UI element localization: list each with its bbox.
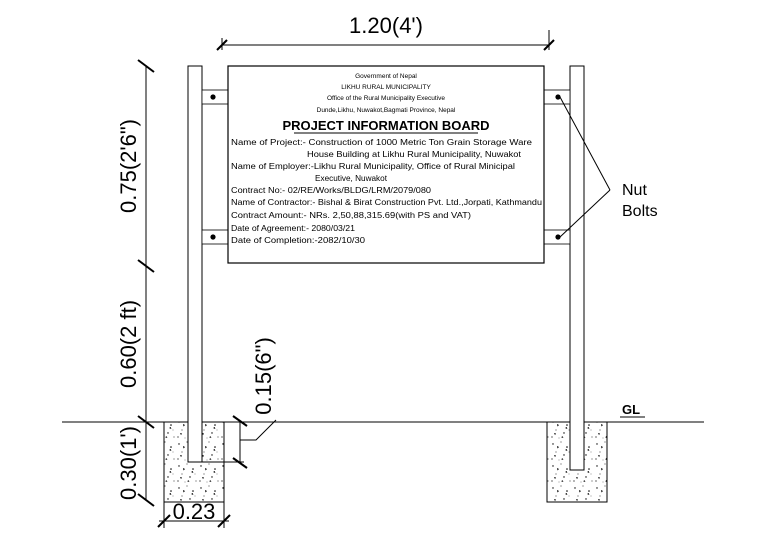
dim-tick-266 [137,259,155,273]
nut-label: Nut [622,182,647,199]
board-width-dimension: 1.20(4') [349,13,423,38]
post-embed-dimension: 0.15(6") [251,337,276,415]
project-line-2: House Building at Likhu Rural Municipali… [307,149,522,159]
bolt-top-right [555,94,561,100]
board-title: PROJECT INFORMATION BOARD [282,118,489,133]
embed-depth-dimension: 0.30(1') [116,426,141,500]
completion-date: Date of Completion:-2082/10/30 [231,235,365,245]
header-line-3: Office of the Rural Municipality Executi… [327,95,445,102]
right-post [569,65,585,471]
embed-dim-tick-top [232,415,248,427]
bolt-top-left [210,94,216,100]
clear-height-dimension: 0.60(2 ft) [116,300,141,388]
project-line-1: Name of Project:- Construction of 1000 M… [231,137,532,147]
header-line-2: LIKHU RURAL MUNICIPALITY [341,84,431,91]
header-line-1: Government of Nepal [355,73,417,80]
bolts-label: Bolts [622,203,658,220]
dim-tick-500 [137,493,155,507]
left-post [187,65,203,463]
ground-level-label: GL [622,402,640,417]
information-board [227,65,545,264]
nut-leader-bottom [559,189,611,238]
contractor-line: Name of Contractor:- Bishal & Birat Cons… [231,197,542,207]
employer-line-2: Executive, Nuwakot [315,173,388,183]
employer-line-1: Name of Employer:-Likhu Rural Municipali… [231,161,515,171]
header-line-4: Dunde,Likhu, Nuwakot,Bagmati Province, N… [317,107,456,114]
contract-amount: Contract Amount:- NRs. 2,50,88,315.69(wi… [231,210,471,220]
embed-leader [240,419,277,441]
bolt-bottom-right [555,234,561,240]
footing-width-dimension: 0.23 [173,499,216,524]
agreement-date: Date of Agreement:- 2080/03/21 [231,223,355,233]
embed-dim-tick-bottom [232,457,248,469]
board-height-dimension: 0.75(2'6") [116,119,141,213]
contract-number: Contract No:- 02/RE/Works/BLDG/LRM/2079/… [231,185,431,195]
bolt-bottom-left [210,234,216,240]
dim-tick-66 [137,59,155,73]
nut-leader-top [559,96,611,191]
dim-tick-422 [137,415,155,429]
